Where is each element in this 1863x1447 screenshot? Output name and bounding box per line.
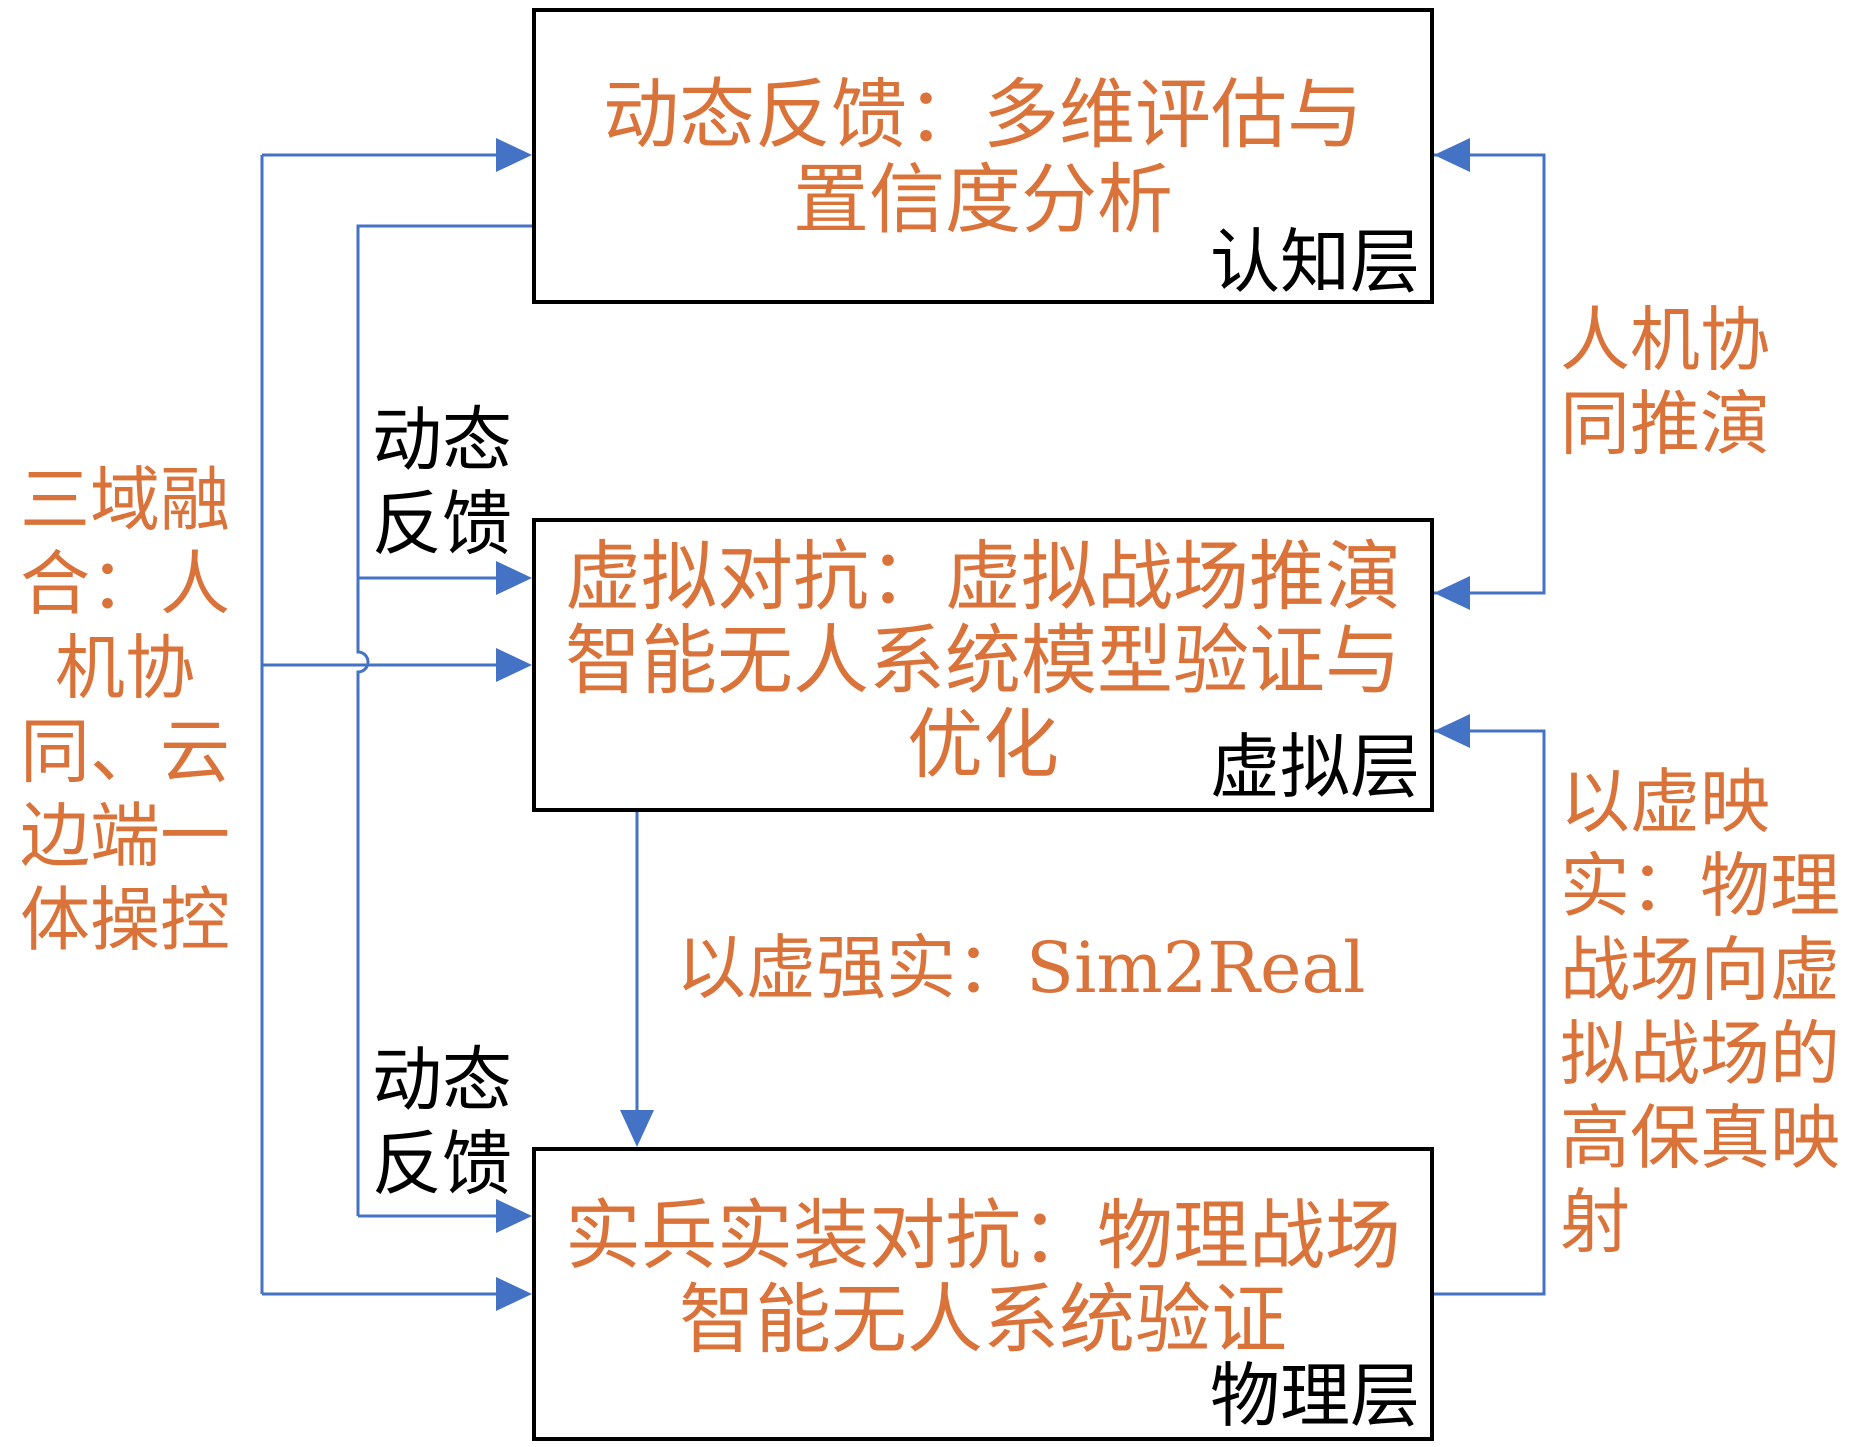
arrowhead-into-virtual-fusion xyxy=(496,648,532,682)
physical-layer-tag: 物理层 xyxy=(1210,1355,1420,1437)
right-lower-link xyxy=(1432,729,1546,1296)
virtual-title-line-1: 虚拟对抗：虚拟战场推演 xyxy=(565,532,1401,621)
arrowhead-into-virtual-right-lower xyxy=(1434,714,1470,748)
arrowhead-into-physical-feedback xyxy=(496,1199,532,1233)
arrowhead-into-cognitive-right xyxy=(1434,138,1470,172)
arrowhead-into-virtual-feedback xyxy=(496,561,532,595)
cognitive-title-line-1: 动态反馈：多维评估与 xyxy=(603,70,1363,159)
virtual-title-line-3: 优化 xyxy=(907,700,1059,789)
dynamic-feedback-lower-label: 动态 反馈 xyxy=(372,1039,512,1205)
cognitive-layer-box: 动态反馈：多维评估与 置信度分析 认知层 xyxy=(532,8,1434,304)
physical-title-line-1: 实兵实装对抗：物理战场 xyxy=(565,1191,1401,1280)
virtual-maps-real-label: 以虚映 实：物理 战场向虚 拟战场的 高保真映 射 xyxy=(1560,761,1840,1263)
cognitive-title-line-2: 置信度分析 xyxy=(793,155,1173,244)
sim2real-label: 以虚强实：Sim2Real xyxy=(676,927,1366,1009)
arrowhead-into-physical-top xyxy=(620,1110,654,1147)
arrowhead-into-physical-fusion xyxy=(496,1277,532,1311)
right-upper-link xyxy=(1432,153,1546,595)
arrowhead-into-cognitive xyxy=(496,138,532,172)
arrowhead-into-virtual-right-upper xyxy=(1434,576,1470,610)
cognitive-layer-tag: 认知层 xyxy=(1210,221,1420,303)
virtual-layer-box: 虚拟对抗：虚拟战场推演 智能无人系统模型验证与 优化 虚拟层 xyxy=(532,518,1434,812)
virtual-layer-tag: 虚拟层 xyxy=(1210,726,1420,808)
physical-title-line-2: 智能无人系统验证 xyxy=(679,1275,1287,1364)
physical-layer-box: 实兵实装对抗：物理战场 智能无人系统验证 物理层 xyxy=(532,1147,1434,1441)
dynamic-feedback-upper-label: 动态 反馈 xyxy=(372,399,512,565)
feedback-bus-line xyxy=(356,224,532,1216)
three-domain-fusion-label: 三域融 合：人 机协 同、云 边端一 体操控 xyxy=(20,459,230,961)
human-machine-wargaming-label: 人机协 同推演 xyxy=(1560,299,1770,465)
virtual-title-line-2: 智能无人系统模型验证与 xyxy=(565,616,1401,705)
